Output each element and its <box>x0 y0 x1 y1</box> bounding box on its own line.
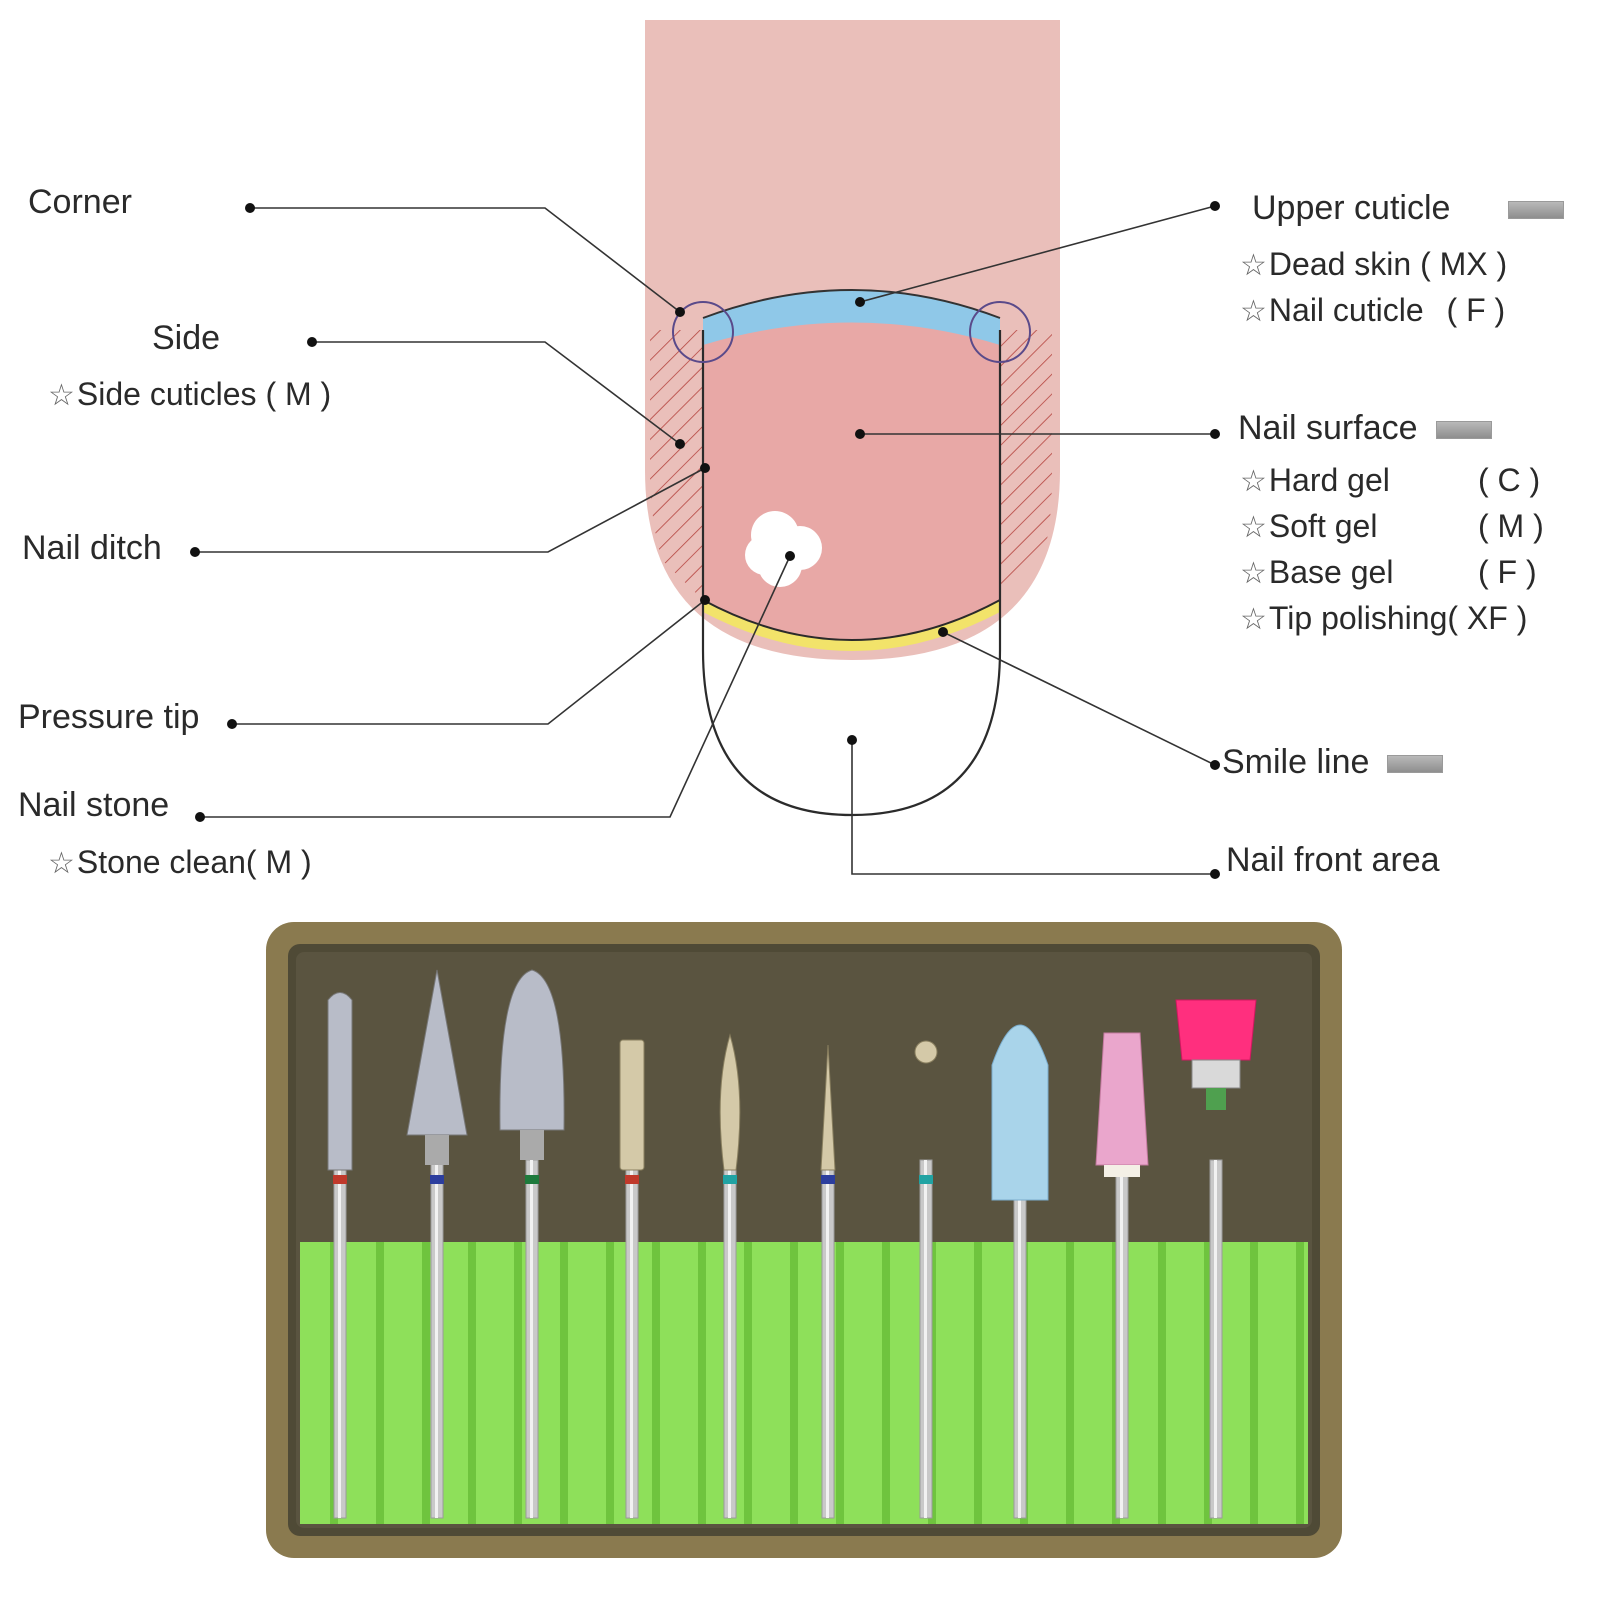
left-side-hatch <box>650 330 703 600</box>
star-icon: ☆ <box>1240 465 1267 498</box>
holder-slot-groove <box>560 1242 568 1524</box>
holder-slot-groove <box>1204 1242 1212 1524</box>
swatch-icon <box>1435 421 1492 440</box>
holder-slot-groove <box>882 1242 890 1524</box>
label-side: Side <box>152 319 221 357</box>
drill-bit-stone-pink <box>1095 1032 1149 1519</box>
label-nail-ditch: Nail ditch <box>22 529 162 567</box>
label-pressure-tip: Pressure tip <box>18 698 200 736</box>
label-nail-cuticle: ☆Nail cuticle ( F ) <box>1240 292 1506 328</box>
swatch-icon <box>1508 201 1565 220</box>
holder-slot-groove <box>652 1242 660 1524</box>
drill-bit-diamond-flame <box>719 1033 741 1519</box>
drill-bit-diamond-needle <box>820 1044 836 1519</box>
holder-slot-groove <box>744 1242 752 1524</box>
drill-bit-carbide-cylinder <box>327 992 353 1519</box>
drill-bit-carbide-cone <box>406 969 468 1519</box>
label-hard-gel: ☆Hard gel <box>1240 462 1390 498</box>
upper-cuticle-band <box>703 290 1000 345</box>
holder-slot-groove <box>790 1242 798 1524</box>
smile-line-band <box>703 600 1000 651</box>
holder-slot-groove <box>468 1242 476 1524</box>
holder-slot-groove <box>1158 1242 1166 1524</box>
label-soft-gel: ☆Soft gel <box>1240 508 1378 544</box>
holder-slot-groove <box>422 1242 430 1524</box>
label-nail-surface: Nail surface <box>1238 408 1492 448</box>
star-icon: ☆ <box>1240 249 1267 282</box>
star-icon: ☆ <box>48 379 75 412</box>
swatch-icon <box>1387 755 1444 774</box>
drill-bit-brush-pink <box>1175 999 1257 1519</box>
holder-slot-groove <box>974 1242 982 1524</box>
drill-bit-diamond-cylinder <box>619 1039 645 1519</box>
holder-slot-groove <box>1066 1242 1074 1524</box>
label-smile-line: Smile line <box>1222 742 1444 782</box>
drill-bit-diamond-ball <box>914 1040 938 1519</box>
holder-slot-groove <box>836 1242 844 1524</box>
label-nail-front-area: Nail front area <box>1226 841 1440 879</box>
drill-bit-carbide-flame <box>499 969 565 1519</box>
drill-bit-rubber-bullet-blue <box>991 1024 1049 1519</box>
label-nail-stone: Nail stone <box>18 786 170 824</box>
label-base-gel: ☆Base gel <box>1240 554 1394 590</box>
label-dead-skin: ☆Dead skin ( MX ) <box>1240 246 1508 282</box>
corner-circle-right <box>969 301 1031 363</box>
holder-slot-groove <box>376 1242 384 1524</box>
holder-slot-groove <box>606 1242 614 1524</box>
drill-bits <box>327 969 1257 1519</box>
label-side-cuticles: ☆Side cuticles ( M ) <box>48 376 332 412</box>
corner-circle-left <box>672 301 734 363</box>
grit-base-gel: ( F ) <box>1478 554 1537 590</box>
leader-dots <box>190 201 1220 879</box>
holder-slot-groove <box>1296 1242 1304 1524</box>
grit-soft-gel: ( M ) <box>1478 508 1544 544</box>
label-stone-clean: ☆Stone clean( M ) <box>48 844 312 880</box>
label-tip-polishing: ☆Tip polishing( XF ) <box>1240 600 1528 636</box>
star-icon: ☆ <box>48 847 75 880</box>
star-icon: ☆ <box>1240 511 1267 544</box>
label-upper-cuticle: Upper cuticle <box>1252 188 1565 228</box>
star-icon: ☆ <box>1240 603 1267 636</box>
holder-slot-groove <box>698 1242 706 1524</box>
holder-slot-groove <box>514 1242 522 1524</box>
star-icon: ☆ <box>1240 557 1267 590</box>
nail-plate <box>703 300 1000 640</box>
drill-bit-box <box>266 922 1342 1558</box>
grit-hard-gel: ( C ) <box>1478 462 1541 498</box>
star-icon: ☆ <box>1240 295 1267 328</box>
right-side-hatch <box>1000 330 1052 600</box>
green-holder <box>300 1242 1308 1524</box>
holder-slot-groove <box>1250 1242 1258 1524</box>
nail-anatomy-drawing <box>190 20 1220 879</box>
label-corner: Corner <box>28 183 132 221</box>
leader-lines <box>195 205 1216 875</box>
